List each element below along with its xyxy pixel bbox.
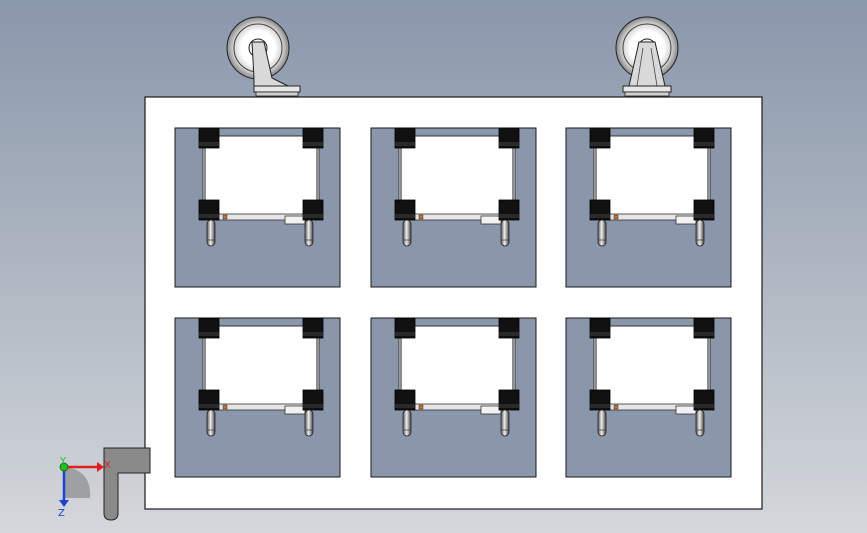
guide-rod: [206, 219, 216, 247]
corner-block-chamfer: [694, 142, 714, 146]
guide-rod: [402, 409, 412, 437]
caster-plate: [253, 85, 301, 93]
triad-x-label: X: [104, 460, 111, 471]
carriage-body: [202, 135, 320, 217]
triad-shadow: [64, 467, 91, 498]
carriage-pin: [418, 404, 424, 410]
corner-block-chamfer: [590, 404, 610, 408]
triad-x-arrow: [97, 462, 104, 472]
caster-plate-base: [255, 91, 299, 97]
corner-block-chamfer: [499, 332, 519, 336]
carriage-clip: [480, 215, 502, 225]
triad-z-label: Z: [58, 508, 65, 519]
corner-block-chamfer: [199, 214, 219, 218]
corner-block-chamfer: [199, 142, 219, 146]
cavity-module[interactable]: [174, 127, 341, 288]
corner-block-chamfer: [199, 332, 219, 336]
corner-block-chamfer: [303, 214, 323, 218]
corner-block-chamfer: [694, 404, 714, 408]
corner-block-chamfer: [694, 332, 714, 336]
guide-rod: [597, 409, 607, 437]
coordinate-triad[interactable]: X Y Z: [58, 456, 111, 519]
caster-left[interactable]: [226, 16, 301, 110]
cavity-module[interactable]: [174, 317, 341, 478]
guide-rod: [695, 409, 705, 437]
carriage-clip: [675, 215, 697, 225]
carriage-body: [398, 325, 516, 407]
carriage-pin: [222, 404, 228, 410]
carriage-clip: [480, 405, 502, 415]
carriage-body: [593, 135, 711, 217]
guide-rod: [597, 219, 607, 247]
triad-y-origin: [59, 462, 69, 472]
cavity-module[interactable]: [565, 317, 732, 478]
carriage-body: [593, 325, 711, 407]
cavity-grid: [174, 127, 732, 478]
carriage-pin: [222, 214, 228, 220]
corner-block-chamfer: [395, 332, 415, 336]
caster-fork-rib: [650, 47, 658, 87]
guide-rod: [500, 409, 510, 437]
carriage-clip: [284, 405, 306, 415]
carriage-pin: [613, 214, 619, 220]
corner-block-chamfer: [694, 214, 714, 218]
caster-plate: [622, 85, 672, 93]
guide-rod: [304, 219, 314, 247]
triad-z-arrow: [59, 500, 69, 507]
cavity-module[interactable]: [565, 127, 732, 288]
guide-rod: [304, 409, 314, 437]
corner-block-chamfer: [590, 214, 610, 218]
corner-block-chamfer: [590, 142, 610, 146]
corner-block-chamfer: [199, 404, 219, 408]
corner-block-chamfer: [499, 214, 519, 218]
guide-rod: [402, 219, 412, 247]
corner-block-chamfer: [395, 214, 415, 218]
cavity-module[interactable]: [370, 127, 537, 288]
corner-block-chamfer: [499, 142, 519, 146]
carriage-pin: [418, 214, 424, 220]
corner-block-chamfer: [499, 404, 519, 408]
corner-block-chamfer: [395, 404, 415, 408]
l-bracket[interactable]: [103, 447, 151, 521]
caster-plate-base: [624, 91, 670, 97]
cavity-module[interactable]: [370, 317, 537, 478]
carriage-clip: [675, 405, 697, 415]
corner-block-chamfer: [303, 142, 323, 146]
guide-rod: [206, 409, 216, 437]
caster-right[interactable]: [615, 16, 679, 110]
carriage-pin: [613, 404, 619, 410]
carriage-body: [202, 325, 320, 407]
carriage-clip: [284, 215, 306, 225]
guide-rod: [500, 219, 510, 247]
carriage-body: [398, 135, 516, 217]
caster-fork-rib: [636, 47, 644, 87]
corner-block-chamfer: [303, 404, 323, 408]
corner-block-chamfer: [590, 332, 610, 336]
corner-block-chamfer: [395, 142, 415, 146]
corner-block-chamfer: [303, 332, 323, 336]
guide-rod: [695, 219, 705, 247]
triad-y-label: Y: [59, 456, 67, 467]
